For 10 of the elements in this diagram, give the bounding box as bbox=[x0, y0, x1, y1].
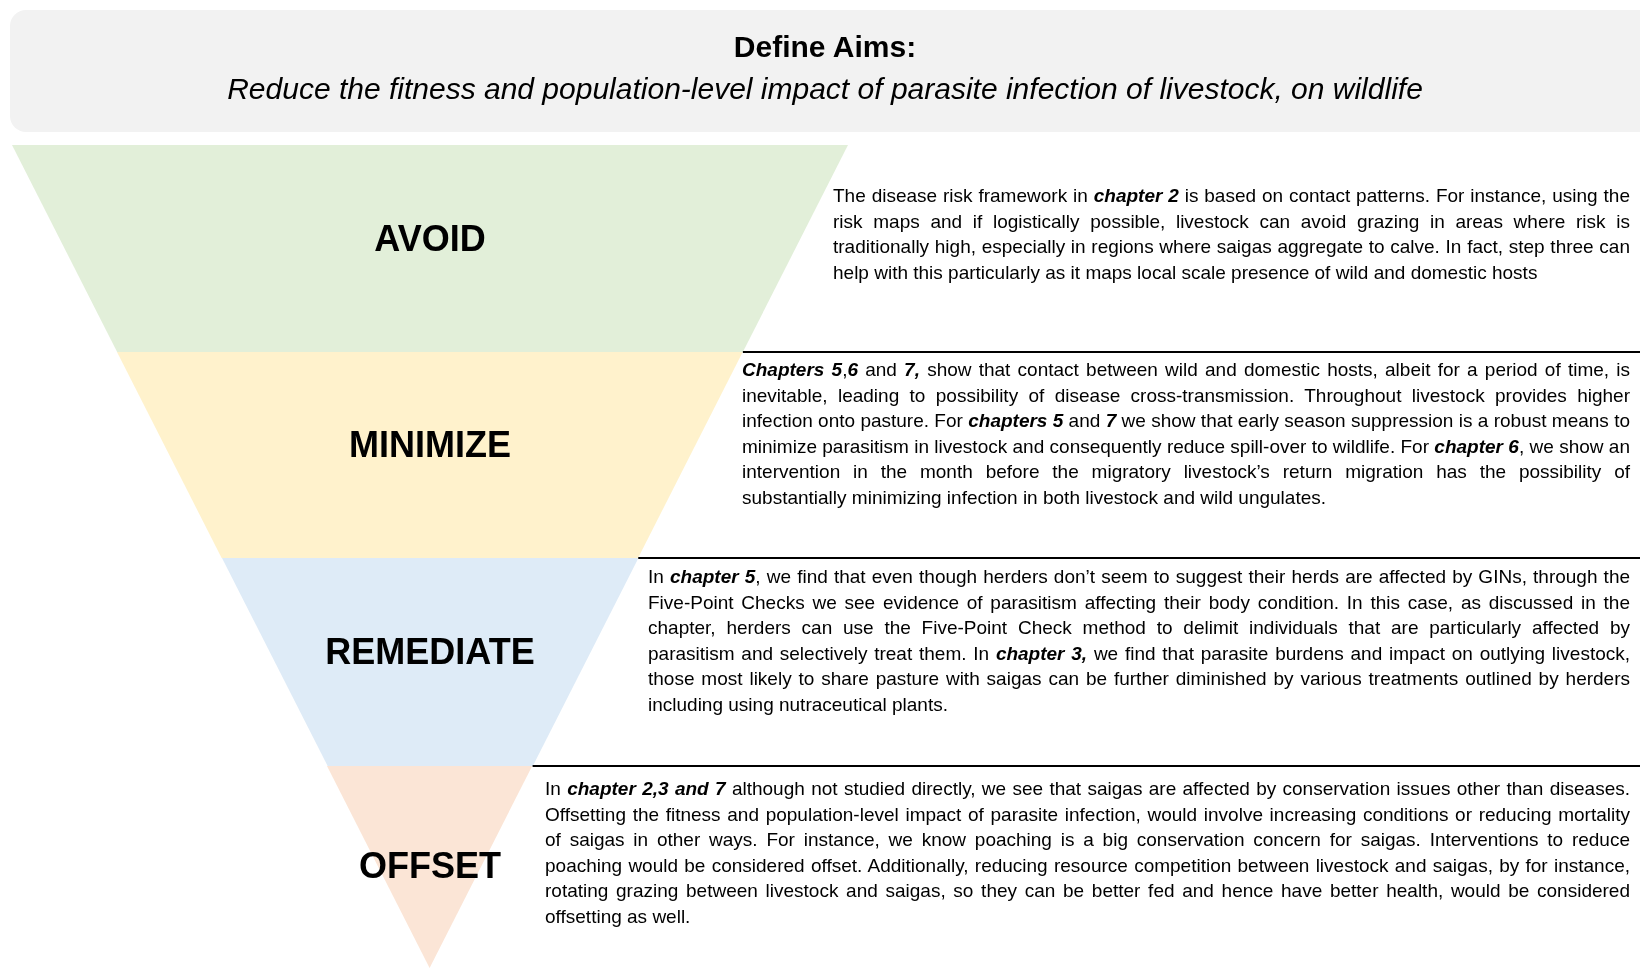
heading: Define Aims: bbox=[732, 30, 918, 64]
description-paragraph: Chapters 5,6 and 7, show that contact between wild and domestic hosts, albeit for a period of time, is inevitable, leading to possibility of disease cross-transmission. Throughout livestock provides higher infection onto pasture. For chapters 5 and 7 we show that early season suppression is a robust means to minimize parasitism in livestock and consequently reduce spill-over to wildlife. For chapter 6, we show an intervention in the month before the migratory livestock’s return migration has the possibility of substantially minimizing infection in both livestock and wild ungulates. bbox=[742, 358, 1630, 510]
description-paragraph: The disease risk framework in chapter 2 is based on contact patterns. For instance, using the risk maps and if logistically possible, livestock can avoid grazing in areas where risk is traditionally high, especially in regions where saigas aggregate to calve. In fact, step three can help with this particularly as it maps local scale presence of wild and domestic hosts bbox=[833, 184, 1630, 285]
band-label: MINIMIZE bbox=[349, 424, 511, 466]
aim-statement: Reduce the fitness and population-level impact of parasite infection of livestock, on wildlife bbox=[226, 72, 1424, 106]
band-label: OFFSET bbox=[359, 845, 501, 887]
band-label: AVOID bbox=[374, 217, 486, 260]
description-paragraph: In chapter 2,3 and 7 although not studied directly, we see that saigas are affected by conservation issues other than diseases. Offsetting the fitness and population-level impact of parasite infection, would involve increasing conditions or reducing mortality of saigas in other ways. For instance, we know poaching is a big conservation concern for saigas. Interventions to reduce poaching would be considered offset. Additionally, reducing resource competition between livestock and saigas, by for instance, rotating grazing between livestock and saigas, so they can be better fed and hence have better health, would be considered offsetting as well. bbox=[545, 777, 1630, 929]
description-paragraph: In chapter 5, we find that even though herders don’t seem to suggest their herds are affected by GINs, through the Five-Point Checks we see evidence of parasitism affecting their body condition. In this case, as discussed in the chapter, herders can use the Five-Point Check method to delimit individuals that are particularly affected by parasitism and selectively treat them. In chapter 3, we find that parasite burdens and impact on outlying livestock, those most likely to share pasture with saigas can be further diminished by various treatments outlined by herders including using nutraceutical plants. bbox=[648, 565, 1630, 717]
band-label: REMEDIATE bbox=[325, 631, 535, 673]
